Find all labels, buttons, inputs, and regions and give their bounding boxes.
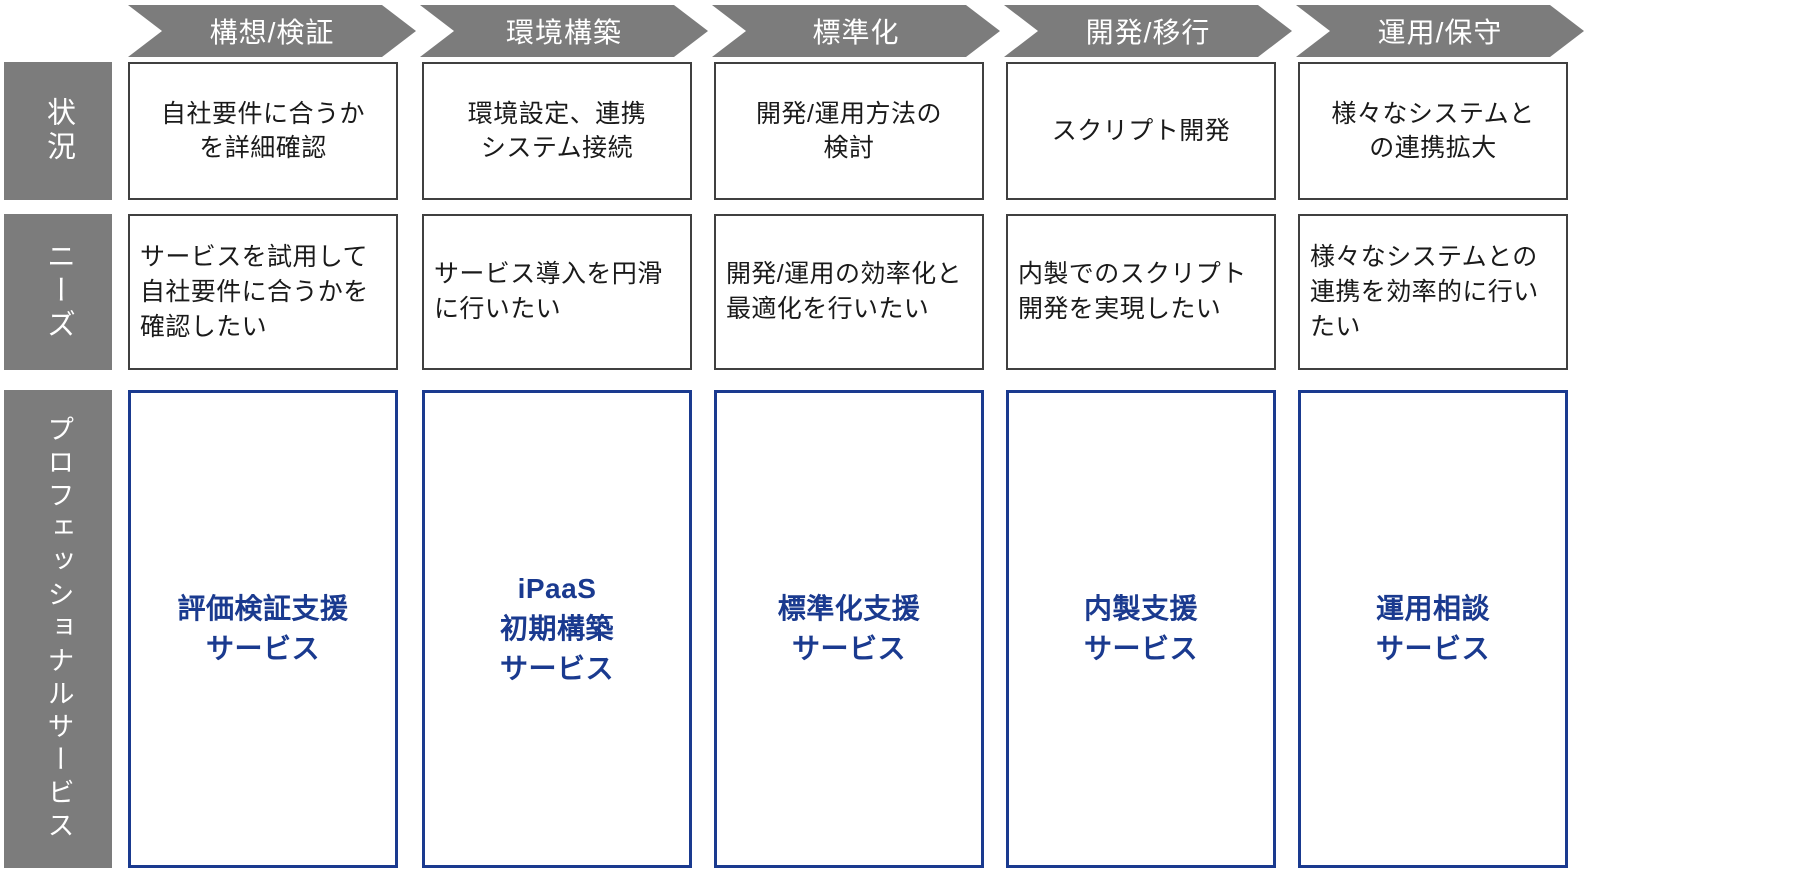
row-label-status: 状況 (4, 62, 112, 200)
service-card-1-title: 評価検証支援 サービス (177, 593, 349, 664)
needs-cell-3: 開発/運用の効率化と最適化を行いたい (714, 214, 984, 370)
row-label-professional-services: プロフェッショナルサービス (4, 390, 112, 868)
phase-header-2[interactable]: 環境構築 (420, 5, 708, 57)
phase-header-4[interactable]: 開発/移行 (1004, 5, 1292, 57)
status-cell-2: 環境設定、連携 システム接続 (422, 62, 692, 200)
status-cell-5-text: 様々なシステムと の連携拡大 (1331, 99, 1535, 163)
service-card-5-title: 運用相談 サービス (1375, 593, 1490, 664)
service-card-3-title: 標準化支援 サービス (777, 593, 921, 664)
service-card-5[interactable]: 運用相談 サービス (1298, 390, 1568, 868)
row-label-needs-text: ニーズ (42, 241, 75, 343)
status-cell-4: スクリプト開発 (1006, 62, 1276, 200)
status-cell-3: 開発/運用方法の 検討 (714, 62, 984, 200)
status-cell-5: 様々なシステムと の連携拡大 (1298, 62, 1568, 200)
phase-header-1-label: 構想/検証 (209, 17, 335, 48)
service-card-4[interactable]: 内製支援 サービス (1006, 390, 1276, 868)
status-cell-3-text: 開発/運用方法の 検討 (756, 99, 942, 163)
needs-cell-5-text: 様々なシステムとの連携を効率的に行いたい (1310, 242, 1539, 341)
service-card-3[interactable]: 標準化支援 サービス (714, 390, 984, 868)
phase-header-1[interactable]: 構想/検証 (128, 5, 416, 57)
phase-header-3[interactable]: 標準化 (712, 5, 1000, 57)
phase-header-5[interactable]: 運用/保守 (1296, 5, 1584, 57)
phase-header-3-label: 標準化 (812, 17, 900, 48)
phase-header-4-label: 開発/移行 (1085, 17, 1211, 48)
phase-header-5-label: 運用/保守 (1377, 17, 1503, 48)
service-card-1[interactable]: 評価検証支援 サービス (128, 390, 398, 868)
service-card-2[interactable]: iPaaS 初期構築 サービス (422, 390, 692, 868)
needs-cell-1-text: サービスを試用して自社要件に合うかを確認したい (140, 242, 369, 341)
status-cell-4-text: スクリプト開発 (1051, 116, 1231, 145)
row-label-status-text: 状況 (42, 97, 75, 165)
needs-cell-2-text: サービス導入を円滑に行いたい (434, 260, 663, 323)
row-label-needs: ニーズ (4, 214, 112, 370)
row-label-professional-services-text: プロフェッショナルサービス (43, 414, 74, 844)
needs-cell-4-text: 内製でのスクリプト開発を実現したい (1018, 260, 1247, 323)
needs-cell-2: サービス導入を円滑に行いたい (422, 214, 692, 370)
status-cell-2-text: 環境設定、連携 システム接続 (467, 99, 647, 163)
service-card-4-title: 内製支援 サービス (1083, 593, 1198, 664)
status-cell-1: 自社要件に合うか を詳細確認 (128, 62, 398, 200)
needs-cell-5: 様々なシステムとの連携を効率的に行いたい (1298, 214, 1568, 370)
needs-cell-3-text: 開発/運用の効率化と最適化を行いたい (726, 260, 962, 323)
status-cell-1-text: 自社要件に合うか を詳細確認 (160, 99, 365, 163)
needs-cell-1: サービスを試用して自社要件に合うかを確認したい (128, 214, 398, 370)
needs-cell-4: 内製でのスクリプト開発を実現したい (1006, 214, 1276, 370)
service-card-2-title: iPaaS 初期構築 サービス (499, 573, 614, 684)
phase-header-2-label: 環境構築 (505, 17, 622, 48)
